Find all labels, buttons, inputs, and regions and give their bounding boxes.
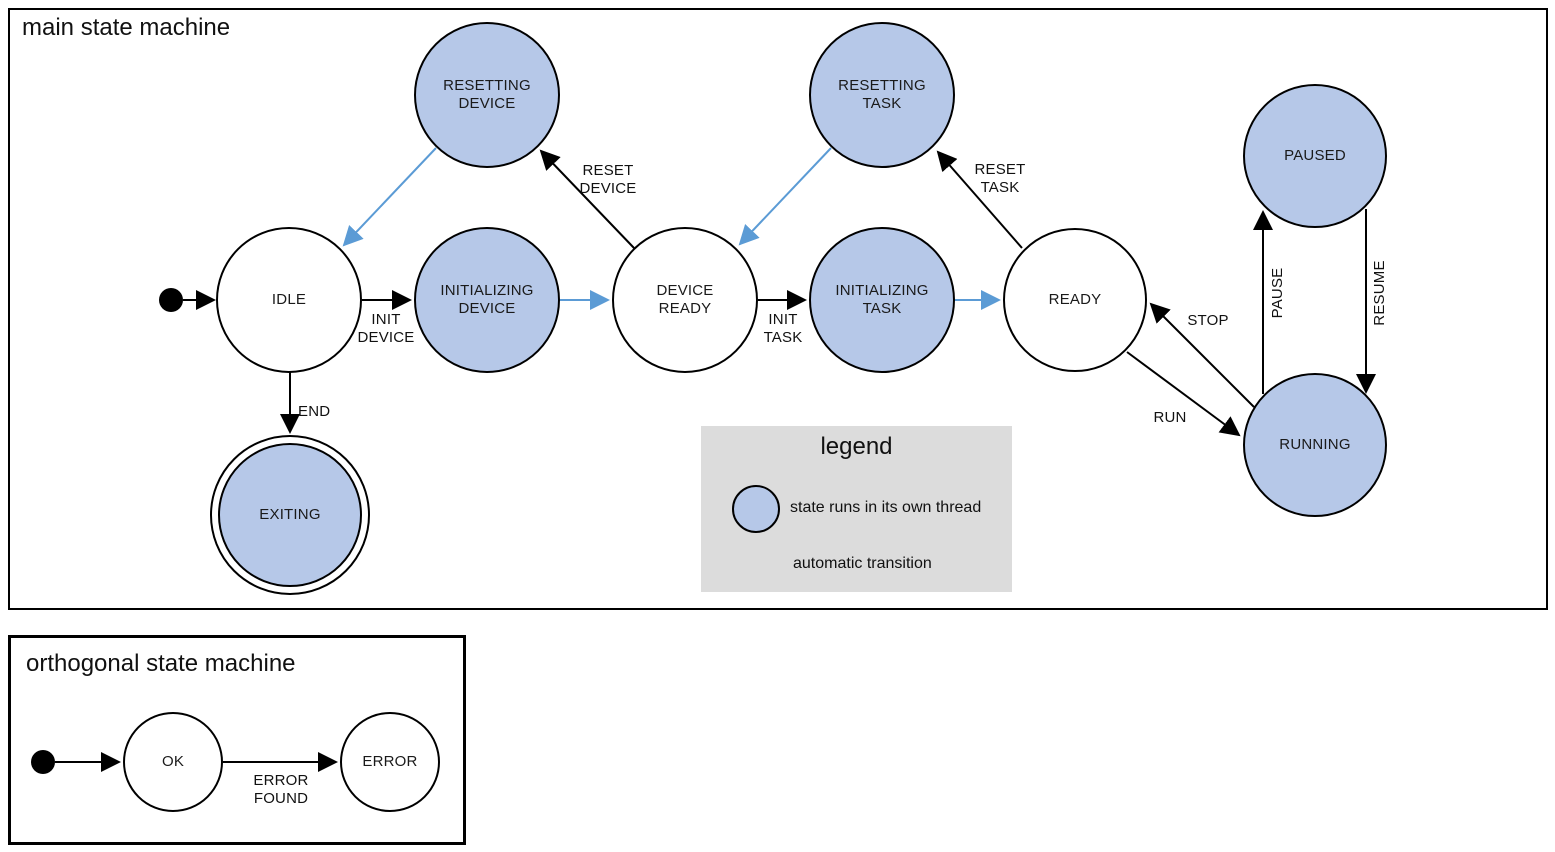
legend-title: legend — [820, 433, 893, 460]
initial-state-dot-main — [159, 288, 183, 312]
state-initializing-task: INITIALIZING TASK — [809, 227, 955, 373]
main-frame-title: main state machine — [22, 14, 231, 41]
final-state-ring-exiting: EXITING — [210, 435, 370, 595]
state-paused: PAUSED — [1243, 84, 1387, 228]
state-idle: IDLE — [216, 227, 362, 373]
transition-label-init-task: INIT TASK — [763, 311, 803, 346]
transition-label-stop: STOP — [1187, 312, 1229, 329]
state-error: ERROR — [340, 712, 440, 812]
state-resetting-device: RESETTING DEVICE — [414, 22, 560, 168]
transition-label-pause: PAUSE — [1269, 267, 1286, 319]
state-running: RUNNING — [1243, 373, 1387, 517]
transition-label-reset-device: RESET DEVICE — [579, 162, 637, 197]
state-ready: READY — [1003, 228, 1147, 372]
legend-auto-item-label: automatic transition — [793, 555, 932, 572]
legend-thread-item-label: state runs in its own thread — [790, 499, 982, 516]
legend-thread-state-icon — [732, 485, 780, 533]
main-state-machine-frame — [8, 8, 1548, 610]
orthogonal-frame-title: orthogonal state machine — [26, 650, 296, 677]
transition-label-resume: RESUME — [1371, 260, 1388, 326]
transition-label-init-device: INIT DEVICE — [357, 311, 415, 346]
transition-label-run: RUN — [1153, 409, 1187, 426]
initial-state-dot-orthogonal — [31, 750, 55, 774]
state-initializing-device: INITIALIZING DEVICE — [414, 227, 560, 373]
legend-box: legend state runs in its own thread auto… — [701, 426, 1012, 592]
orthogonal-state-machine-frame — [8, 635, 466, 845]
transition-label-error-found: ERROR FOUND — [253, 772, 309, 807]
transition-label-reset-task: RESET TASK — [974, 161, 1026, 196]
state-ok: OK — [123, 712, 223, 812]
state-device-ready: DEVICE READY — [612, 227, 758, 373]
state-resetting-task: RESETTING TASK — [809, 22, 955, 168]
state-exiting: EXITING — [218, 443, 362, 587]
transition-label-end: END — [298, 403, 331, 420]
